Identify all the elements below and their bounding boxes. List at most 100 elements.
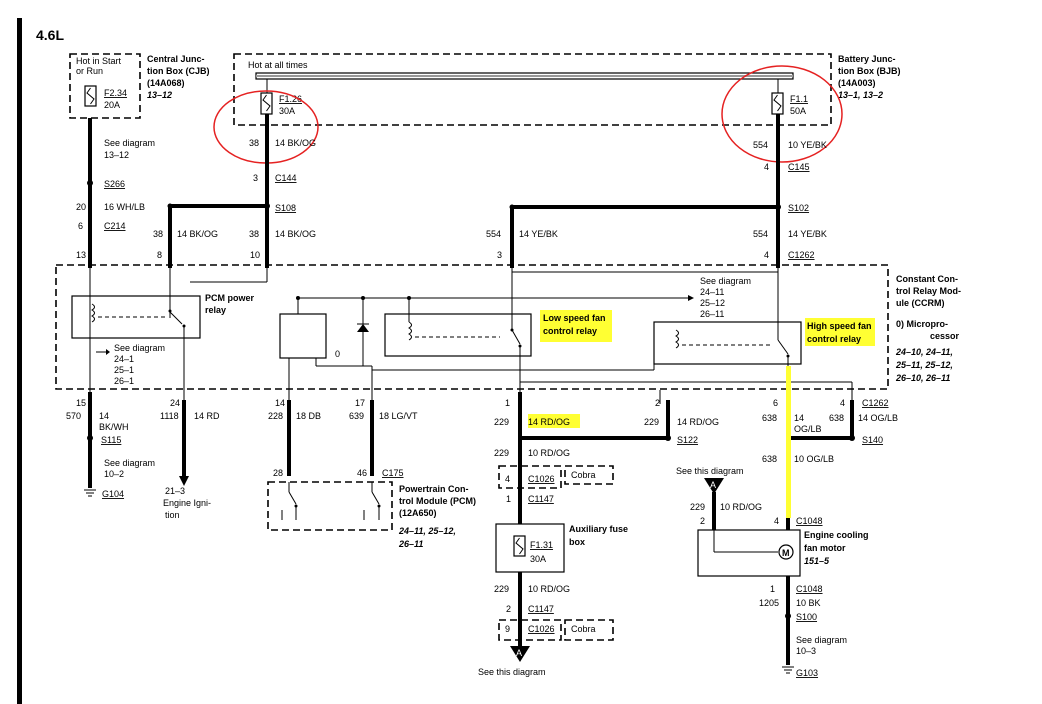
- svg-text:1205: 1205: [759, 598, 779, 608]
- lower-wiring: 15 24 14 17 1 2 6 4 C1262 570 14 BK/WH S…: [66, 366, 898, 678]
- svg-text:Hot at all times: Hot at all times: [248, 60, 308, 70]
- svg-text:13: 13: [76, 250, 86, 260]
- svg-text:C1048: C1048: [796, 516, 823, 526]
- svg-text:10 RD/OG: 10 RD/OG: [720, 502, 762, 512]
- svg-text:trol Relay Mod-: trol Relay Mod-: [896, 286, 961, 296]
- svg-text:ule (CCRM): ule (CCRM): [896, 298, 945, 308]
- svg-text:14: 14: [99, 411, 109, 421]
- highlight-wire-638: [786, 366, 791, 518]
- svg-text:15: 15: [76, 398, 86, 408]
- svg-text:F2.34: F2.34: [104, 88, 127, 98]
- svg-text:Battery Junc-: Battery Junc-: [838, 54, 896, 64]
- highlight-circle: [721, 65, 843, 163]
- svg-text:638: 638: [762, 413, 777, 423]
- svg-text:control relay: control relay: [543, 326, 597, 336]
- svg-text:Cobra: Cobra: [571, 470, 596, 480]
- svg-text:G103: G103: [796, 668, 818, 678]
- svg-text:639: 639: [349, 411, 364, 421]
- svg-text:M: M: [782, 548, 790, 558]
- svg-text:2: 2: [655, 398, 660, 408]
- svg-text:S140: S140: [862, 435, 883, 445]
- svg-text:229: 229: [690, 502, 705, 512]
- svg-text:C1147: C1147: [528, 604, 554, 614]
- svg-text:cessor: cessor: [930, 331, 960, 341]
- svg-text:46: 46: [357, 468, 367, 478]
- svg-text:4: 4: [840, 398, 845, 408]
- highlight-low-fan: [540, 310, 612, 342]
- svg-text:3: 3: [497, 250, 502, 260]
- connector-a-marker: [510, 646, 530, 662]
- svg-text:F1.31: F1.31: [530, 540, 553, 550]
- high-speed-fan-relay: [653, 321, 802, 365]
- svg-text:Cobra: Cobra: [571, 624, 596, 634]
- connector-a-marker: [704, 478, 724, 494]
- svg-text:14 RD: 14 RD: [194, 411, 220, 421]
- svg-text:Hot in Start: Hot in Start: [76, 56, 122, 66]
- svg-text:14 RD/OG: 14 RD/OG: [677, 417, 719, 427]
- page-title: 4.6L: [36, 27, 64, 43]
- svg-text:0) Micropro-: 0) Micropro-: [896, 319, 948, 329]
- microprocessor: [279, 313, 327, 359]
- svg-text:fan motor: fan motor: [804, 543, 846, 553]
- svg-text:20A: 20A: [104, 100, 120, 110]
- svg-text:2: 2: [506, 604, 511, 614]
- svg-text:F1.1: F1.1: [790, 94, 808, 104]
- svg-text:10: 10: [250, 250, 260, 260]
- svg-text:Auxiliary fuse: Auxiliary fuse: [569, 524, 628, 534]
- svg-text:26–1: 26–1: [114, 376, 134, 386]
- svg-text:4: 4: [505, 474, 510, 484]
- svg-text:4: 4: [764, 250, 769, 260]
- svg-text:554: 554: [753, 229, 768, 239]
- svg-text:24–11: 24–11: [700, 287, 724, 297]
- svg-text:C1262: C1262: [862, 398, 889, 408]
- svg-text:30A: 30A: [279, 106, 295, 116]
- svg-text:151–5: 151–5: [804, 556, 830, 566]
- svg-text:S108: S108: [275, 203, 296, 213]
- svg-text:30A: 30A: [530, 554, 546, 564]
- svg-text:25–12: 25–12: [700, 298, 725, 308]
- svg-text:S266: S266: [104, 179, 125, 189]
- svg-text:13–1, 13–2: 13–1, 13–2: [838, 90, 883, 100]
- svg-text:See diagram: See diagram: [114, 343, 165, 353]
- svg-text:1: 1: [770, 584, 775, 594]
- svg-text:13–12: 13–12: [104, 150, 129, 160]
- svg-text:10–2: 10–2: [104, 469, 124, 479]
- svg-text:tion Box (CJB): tion Box (CJB): [147, 66, 210, 76]
- svg-text:S122: S122: [677, 435, 698, 445]
- svg-text:See diagram: See diagram: [104, 458, 155, 468]
- svg-text:See diagram: See diagram: [104, 138, 155, 148]
- svg-text:14 BK/OG: 14 BK/OG: [275, 138, 316, 148]
- svg-text:G104: G104: [102, 489, 124, 499]
- svg-text:See this diagram: See this diagram: [676, 466, 744, 476]
- svg-text:24–11, 25–12,: 24–11, 25–12,: [398, 526, 456, 536]
- motor-icon: [778, 544, 794, 560]
- svg-text:Low speed fan: Low speed fan: [543, 313, 606, 323]
- svg-text:See diagram: See diagram: [796, 635, 847, 645]
- svg-text:24–10, 24–11,: 24–10, 24–11,: [895, 347, 953, 357]
- svg-text:9: 9: [505, 624, 510, 634]
- svg-text:14 YE/BK: 14 YE/BK: [519, 229, 558, 239]
- svg-text:228: 228: [268, 411, 283, 421]
- svg-text:C214: C214: [104, 221, 126, 231]
- auxiliary-fuse-box: F1.31 30A Auxiliary fuse box: [495, 523, 628, 573]
- svg-text:relay: relay: [205, 305, 226, 315]
- svg-text:14 RD/OG: 14 RD/OG: [528, 417, 570, 427]
- svg-text:13–12: 13–12: [147, 90, 172, 100]
- svg-text:Engine cooling: Engine cooling: [804, 530, 869, 540]
- upper-wiring: See diagram 13–12 S266 20 16 WH/LB 6 C21…: [76, 114, 827, 268]
- svg-text:638: 638: [762, 454, 777, 464]
- svg-text:21–3: 21–3: [165, 486, 185, 496]
- svg-text:20: 20: [76, 202, 86, 212]
- svg-text:S102: S102: [788, 203, 809, 213]
- svg-text:Powertrain Con-: Powertrain Con-: [399, 484, 469, 494]
- svg-text:1118: 1118: [160, 411, 179, 421]
- svg-text:High speed fan: High speed fan: [807, 321, 872, 331]
- svg-text:50A: 50A: [790, 106, 806, 116]
- svg-text:28: 28: [273, 468, 283, 478]
- ground-icon: [782, 666, 794, 674]
- engine-cooling-fan-motor: M Engine cooling fan motor 151–5: [697, 529, 869, 577]
- fuse-icon: [513, 535, 526, 557]
- svg-text:229: 229: [494, 448, 509, 458]
- svg-text:18 LG/VT: 18 LG/VT: [379, 411, 418, 421]
